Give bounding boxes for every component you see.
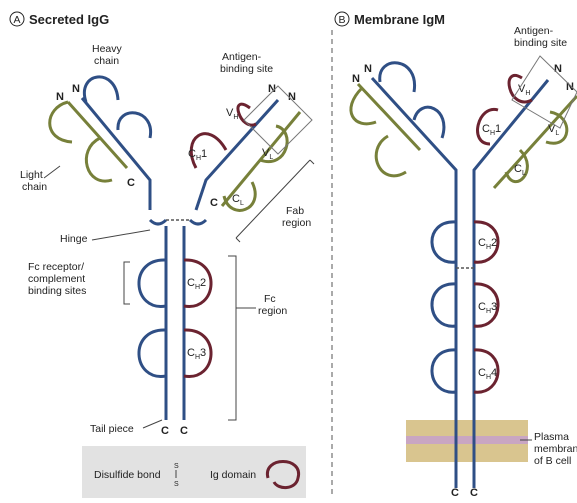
legend-ig-domain-icon	[266, 460, 300, 489]
panel-b-stem-domains-right	[473, 220, 500, 394]
panel-b-antigen-site-box	[511, 55, 577, 129]
panel-a-letter: A	[14, 14, 21, 26]
panel-a-fab-bracket	[235, 159, 315, 243]
membrane-inner-leaflet	[406, 444, 528, 462]
panel-a-vh-label: VH	[226, 107, 238, 121]
panel-b-n-right-2: N	[566, 81, 574, 93]
legend: Disulfide bond S S Ig domain	[82, 446, 306, 498]
panel-b-vh-label: VH	[518, 83, 530, 97]
panel-b-n-left-2: N	[364, 63, 372, 75]
panel-b-antigen-site-label: Antigen-binding site	[514, 25, 567, 49]
panel-b-ch4-label: CH4	[478, 367, 497, 381]
panel-b-c-left: C	[451, 487, 459, 498]
panel-a-right-domains-dark	[189, 102, 257, 169]
panel-a-n-right-1: N	[268, 83, 276, 95]
panel-a-fc-bracket	[228, 255, 256, 421]
panel-a-title: Secreted IgG	[29, 12, 109, 27]
panel-b-c-right: C	[470, 487, 478, 498]
panel-a-heading: A Secreted IgG	[9, 11, 109, 27]
panel-b-right-heavy-chain	[472, 79, 550, 200]
panel-a-right-heavy-chain	[194, 98, 280, 211]
panel-b-cl-label: CL	[514, 163, 526, 177]
panel-b-left-light-chain	[349, 82, 422, 178]
panel-b-n-left-1: N	[352, 73, 360, 85]
panel-a-ch1-label: CH1	[188, 148, 207, 162]
panel-a-light-chain-pointer	[43, 165, 61, 179]
panel-a-antigen-site-label: Antigen-binding site	[220, 51, 273, 75]
panel-b-vl-label: VL	[548, 123, 559, 137]
panel-a-hinge	[148, 218, 208, 226]
panel-a-left-heavy-chain	[80, 75, 153, 210]
panel-b-letter-badge	[334, 11, 350, 27]
panel-a-secreted-igg: A Secreted IgG	[9, 11, 315, 437]
panel-b-letter: B	[339, 14, 346, 26]
panel-a-fc-receptor-bracket	[123, 261, 130, 305]
panel-a-antigen-site-box	[243, 85, 313, 155]
panel-b-ch1-label: CH1	[482, 123, 501, 137]
panel-a-tail-piece-label: Tail piece	[90, 423, 134, 435]
panel-b-left-heavy-chain	[370, 61, 458, 200]
membrane-outer-leaflet	[406, 420, 528, 438]
panel-a-hinge-label: Hinge	[60, 233, 88, 245]
panel-b-heading: B Membrane IgM	[334, 11, 445, 27]
panel-b-plasma-membrane	[406, 420, 528, 462]
panel-a-c-light-right: C	[210, 197, 218, 209]
panel-a-n-right-2: N	[288, 91, 296, 103]
membrane-core	[406, 436, 528, 444]
legend-ss-glyph-bottom: S	[174, 481, 179, 488]
panel-a-hinge-pointer	[91, 229, 151, 241]
panel-b-title: Membrane IgM	[354, 12, 445, 27]
legend-ss-glyph-top: S	[174, 463, 179, 470]
panel-a-right-light-chain	[220, 111, 302, 212]
panel-a-n-left-1: N	[56, 91, 64, 103]
panel-a-letter-badge	[9, 11, 25, 27]
panel-a-c-light-left: C	[127, 177, 135, 189]
legend-ig-domain-label: Ig domain	[210, 469, 256, 481]
panel-b-plasma-membrane-label: Plasmamembraneof B cell	[534, 431, 577, 467]
panel-a-n-left-2: N	[72, 83, 80, 95]
panel-a-tail-piece-pointer	[142, 419, 163, 429]
panel-a-left-light-chain	[48, 100, 129, 183]
panel-b-ch2-label: CH2	[478, 237, 497, 251]
panel-b-membrane-igm: B Membrane IgM	[334, 11, 577, 498]
legend-disulfide-label: Disulfide bond	[94, 469, 161, 481]
panel-a-c-tail-right: C	[180, 425, 188, 437]
panel-a-c-tail-left: C	[161, 425, 169, 437]
panel-a-ch2-label: CH2	[187, 277, 206, 291]
panel-b-stem-domains-left	[430, 220, 457, 394]
panel-b-n-right-1: N	[554, 63, 562, 75]
panel-a-fc-domains-left	[137, 258, 167, 378]
panel-a-vl-label: VL	[262, 147, 273, 161]
panel-b-right-domains-dark	[476, 74, 533, 146]
panel-a-ch3-label: CH3	[187, 347, 206, 361]
panel-a-cl-label: CL	[232, 193, 244, 207]
panel-b-right-light-chain	[492, 94, 577, 190]
panel-a-fc-domains-right	[183, 258, 213, 378]
panel-b-ch3-label: CH3	[478, 301, 497, 315]
